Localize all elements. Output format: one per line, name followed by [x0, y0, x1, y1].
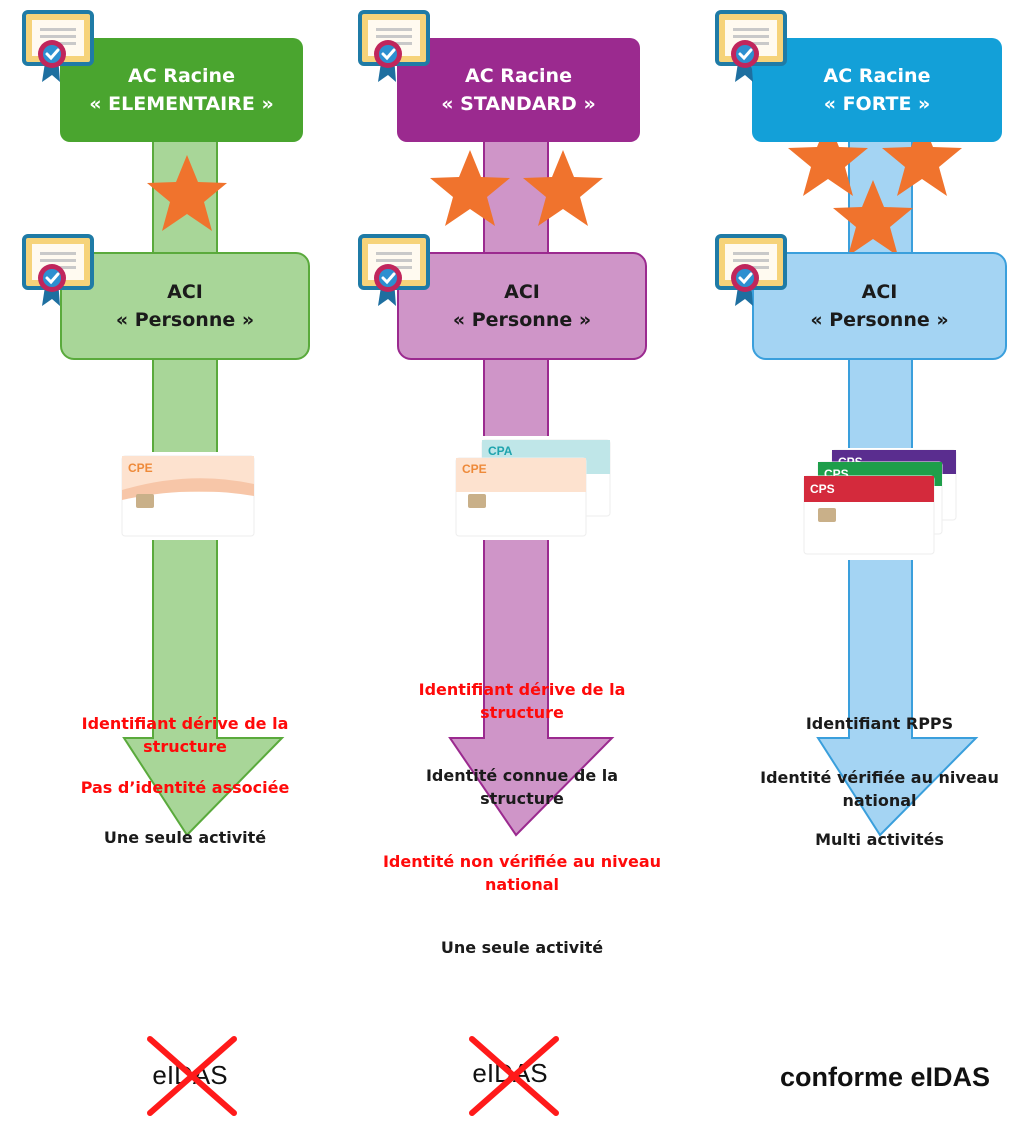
description-identity-known: Identité connue de la structure: [425, 766, 619, 808]
svg-text:CPA: CPA: [488, 444, 513, 458]
aci-title: ACI: [167, 281, 203, 303]
aci-box-forte: ACI « Personne »: [752, 252, 1007, 360]
root-ca-level: « ELEMENTAIRE »: [89, 93, 274, 115]
description-identifier: Identifiant dérive de la structure: [81, 714, 289, 756]
root-ca-level: « FORTE »: [823, 93, 931, 115]
root-ca-title: AC Racine: [128, 65, 235, 87]
description-identifier: Identifiant dérive de la structure: [418, 680, 626, 722]
smart-card-icon: CPE: [455, 457, 587, 537]
description-activity: Multi activités: [815, 830, 944, 849]
aci-box-elementaire: ACI « Personne »: [60, 252, 310, 360]
description-activity: Une seule activité: [103, 828, 267, 847]
aci-subtitle: « Personne »: [810, 309, 949, 331]
aci-box-standard: ACI « Personne »: [397, 252, 647, 360]
cross-icon: [469, 1036, 559, 1116]
certificate-icon: [715, 10, 787, 84]
certificate-icon: [22, 10, 94, 84]
root-ca-title: AC Racine: [465, 65, 572, 87]
svg-text:CPE: CPE: [462, 462, 487, 476]
description-identity-unverified: Identité non vérifiée au niveau national: [382, 852, 662, 894]
certificate-icon: [22, 234, 94, 308]
description-identifier: Identifiant RPPS: [805, 714, 954, 733]
smart-card-icon: CPS: [803, 475, 935, 555]
description-activity: Une seule activité: [440, 938, 604, 957]
smart-card-icon: CPE: [121, 455, 255, 537]
root-ca-box-standard: AC Racine « STANDARD »: [397, 38, 640, 142]
cross-icon: [147, 1036, 237, 1116]
svg-text:CPS: CPS: [810, 482, 835, 496]
certificate-icon: [715, 234, 787, 308]
aci-subtitle: « Personne »: [115, 309, 255, 331]
description-identity: Pas d’identité associée: [80, 778, 290, 797]
certificate-icon: [358, 10, 430, 84]
root-ca-box-elementaire: AC Racine « ELEMENTAIRE »: [60, 38, 303, 142]
description-identity-verified: Identité vérifiée au niveau national: [760, 768, 999, 810]
root-ca-level: « STANDARD »: [441, 93, 596, 115]
svg-text:CPE: CPE: [128, 461, 153, 475]
aci-title: ACI: [861, 281, 898, 303]
root-ca-title: AC Racine: [823, 65, 931, 87]
aci-title: ACI: [504, 281, 540, 303]
certificate-icon: [358, 234, 430, 308]
root-ca-box-forte: AC Racine « FORTE »: [752, 38, 1002, 142]
aci-subtitle: « Personne »: [452, 309, 592, 331]
conforme-eidas-label: conforme eIDAS: [779, 1062, 991, 1092]
